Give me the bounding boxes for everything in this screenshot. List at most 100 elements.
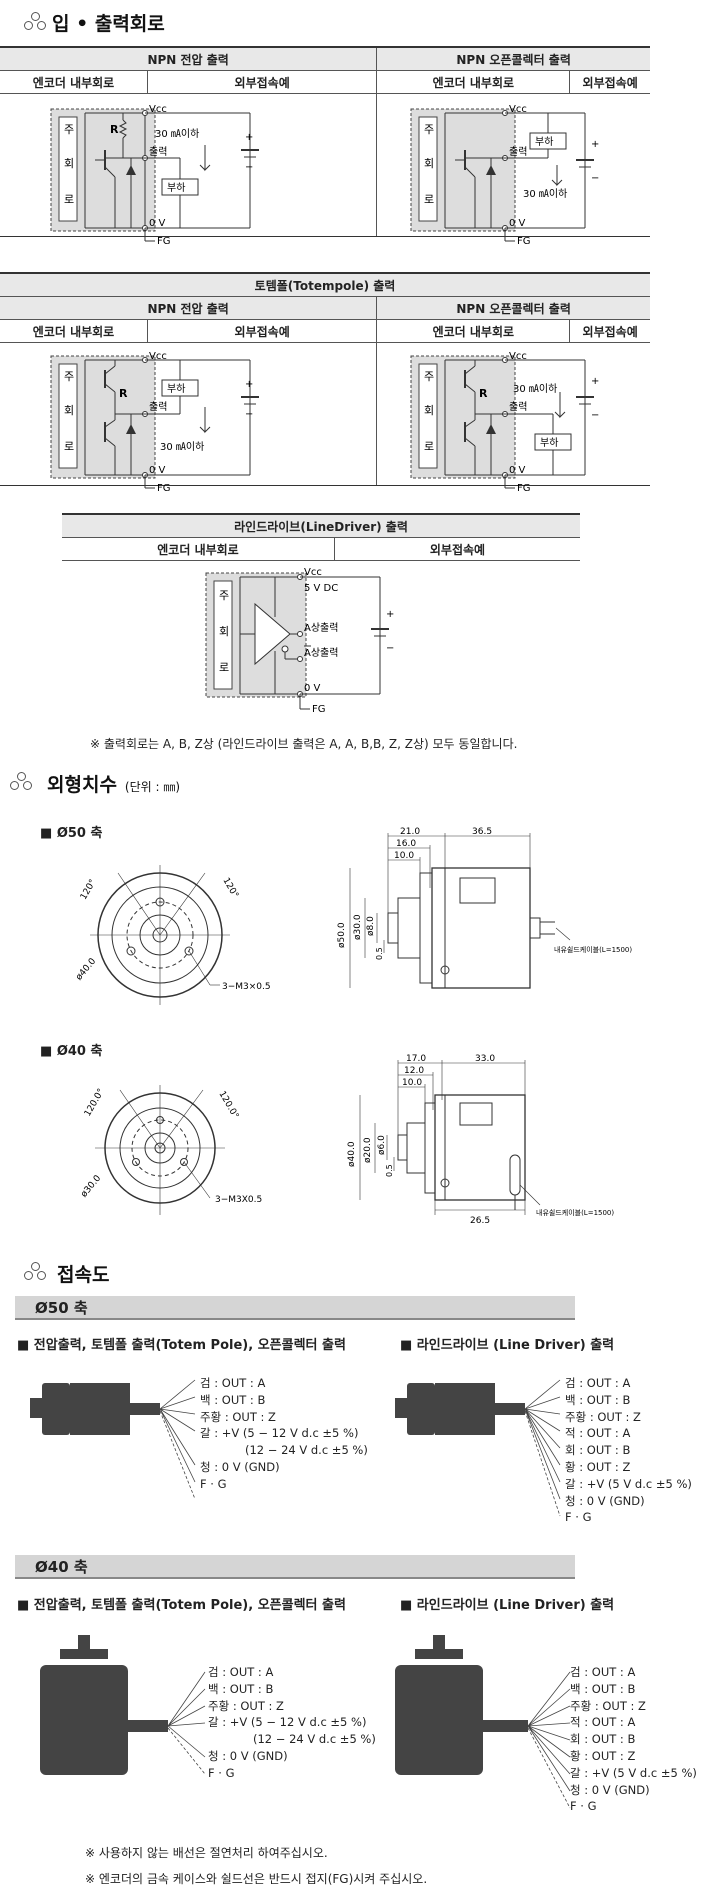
svg-text:Vcc: Vcc [509,351,527,362]
r-label: R [110,123,119,136]
svg-text:+: + [591,139,599,150]
svg-text:ø8.0: ø8.0 [366,916,376,936]
svg-text:주: 주 [424,370,434,383]
totem-title: 토템폴(Totempole) 출력 [0,272,650,297]
encoder-internal-label: 엔코더 내부회로 [0,70,148,94]
left-heading-d50: ■ 전압출력, 토템폴 출력(Totem Pole), 오픈콜렉터 출력 [17,1338,346,1353]
d50-side-view: 21.0 36.5 16.0 10.0 ø50.0 ø30.0 ø8.0 0.5… [337,827,632,989]
external-label: 외부접속예 [146,70,378,94]
svg-text:120°: 120° [79,878,99,902]
current-label: 30 ㎃이하 [155,127,199,140]
d50-left-connector [30,1379,196,1500]
svg-text:주: 주 [219,589,229,602]
vcc-label: Vcc [149,104,167,115]
svg-text:0 V: 0 V [304,683,321,694]
svg-text:30 ㎃이하: 30 ㎃이하 [513,382,557,395]
svg-text:33.0: 33.0 [475,1054,495,1064]
svg-text:10.0: 10.0 [394,851,414,861]
load-label: 부하 [167,181,185,194]
svg-text:0.5: 0.5 [385,1164,394,1177]
svg-text:0 V: 0 V [509,218,526,229]
svg-text:30 ㎃이하: 30 ㎃이하 [160,440,204,453]
svg-text:+: + [245,132,253,143]
totem-output-table: 토템폴(Totempole) 출력 NPN 전압 출력 NPN 오픈콜렉터 출력… [0,272,650,486]
svg-text:내유쉴드케이블(L=1500): 내유쉴드케이블(L=1500) [536,1208,614,1217]
svg-text:0 V: 0 V [149,465,166,476]
svg-text:출력: 출력 [509,401,527,413]
npn-open-circuit: Vcc 0 V FG 출력 30 ㎃이하 부하 주 회 로 +− [410,104,599,247]
svg-text:120.0°: 120.0° [216,1090,240,1121]
d50-right-connector [395,1379,561,1517]
svg-text:0.5: 0.5 [375,947,384,960]
svg-text:−: − [386,643,394,654]
d50-front-view: 120° 120° ø40.0 3−M3×0.5 [74,865,271,1005]
svg-text:Vcc: Vcc [304,567,322,578]
d40-right-wire-list: 검 : OUT : A 백 : OUT : B 주황 : OUT : Z 적 :… [570,1665,697,1814]
svg-text:R: R [119,387,128,400]
svg-text:−: − [245,409,253,420]
shaft40-label: ■ Ø40 축 [40,1044,103,1059]
svg-text:회: 회 [64,157,74,170]
svg-text:로: 로 [64,440,74,453]
svg-text:ø40.0: ø40.0 [347,1141,357,1167]
svg-text:0 V: 0 V [509,465,526,476]
svg-text:Vcc: Vcc [149,351,167,362]
band-d40: Ø40 축 [15,1555,575,1579]
svg-text:주: 주 [424,123,434,136]
svg-text:+: + [245,379,253,390]
section-title-conn: 접속도 [57,1264,110,1286]
svg-text:120.0°: 120.0° [83,1087,107,1118]
ov-label: 0 V [149,218,166,229]
fg-label: FG [157,236,171,247]
svg-text:부하: 부하 [167,382,185,395]
svg-text:로: 로 [424,193,434,206]
svg-text:10.0: 10.0 [402,1078,422,1088]
d40-right-connector [395,1635,571,1809]
svg-text:주: 주 [64,370,74,383]
svg-text:30 ㎃이하: 30 ㎃이하 [523,187,567,200]
svg-text:로: 로 [64,193,74,206]
svg-text:21.0: 21.0 [400,827,420,837]
svg-text:로: 로 [424,440,434,453]
svg-text:ø20.0: ø20.0 [363,1137,373,1163]
totem-open-circuit: R Vcc 0 V FG 출력 30 ㎃이하 부하 주 회 로 +− [410,351,599,494]
svg-text:A상출력: A상출력 [304,622,338,634]
svg-text:5 V DC: 5 V DC [304,583,338,594]
section-title-dim: 외형치수(단위 : ㎜) [47,774,181,796]
svg-text:출력: 출력 [509,146,527,158]
section-title-io: 입 • 출력회로 [52,13,165,35]
npn-voltage-circuit: Vcc 0 V FG R 출력 30 ㎃이하 부하 주 회 로 +− [50,104,259,247]
io-note: ※ 출력회로는 A, B, Z상 (라인드라이브 출력은 A, A, B,B, … [90,737,518,751]
d40-front-view: 120.0° 120.0° ø30.0 3−M3X0.5 [79,1085,262,1215]
svg-text:12.0: 12.0 [404,1066,424,1076]
d50-left-wire-list: 검 : OUT : A 백 : OUT : B 주황 : OUT : Z 갈 :… [200,1376,368,1491]
svg-text:회: 회 [424,157,434,170]
svg-text:−: − [591,410,599,421]
svg-text:ø30.0: ø30.0 [79,1173,103,1199]
left-heading-d40: ■ 전압출력, 토템폴 출력(Totem Pole), 오픈콜렉터 출력 [17,1598,346,1613]
svg-text:부하: 부하 [540,436,558,449]
svg-text:−: − [245,162,253,173]
svg-text:26.5: 26.5 [470,1216,490,1226]
linedriver-title: 라인드라이브(LineDriver) 출력 [62,513,580,538]
d40-side-view: 17.0 33.0 12.0 10.0 26.5 ø40.0 ø20.0 ø6.… [347,1054,614,1226]
linedriver-circuit: Vcc 5 V DC A상출력 A상출력 0 V FG 주 회 로 +− [205,567,394,715]
svg-text:R: R [479,387,488,400]
svg-text:회: 회 [64,404,74,417]
svg-text:ø50.0: ø50.0 [337,922,347,948]
svg-text:회: 회 [424,404,434,417]
conn-note-2: ※ 엔코더의 금속 케이스와 쉴드선은 반드시 접지(FG)시켜 주십시오. [85,1872,428,1886]
svg-text:3−M3×0.5: 3−M3×0.5 [222,982,271,992]
svg-text:+: + [591,376,599,387]
encoder-internal-label: 엔코더 내부회로 [376,70,571,94]
svg-text:출력: 출력 [149,401,167,413]
section-bullet-icon [24,12,46,30]
svg-text:17.0: 17.0 [406,1054,426,1064]
svg-text:FG: FG [517,236,531,247]
totem-voltage-circuit: R Vcc 0 V FG 출력 30 ㎃이하 부하 주 회 로 + − [50,351,259,494]
external-label: 외부접속예 [569,70,650,94]
svg-text:부하: 부하 [535,135,553,148]
band-d50: Ø50 축 [15,1296,575,1320]
svg-text:FG: FG [157,483,171,494]
svg-text:ø6.0: ø6.0 [377,1135,387,1155]
